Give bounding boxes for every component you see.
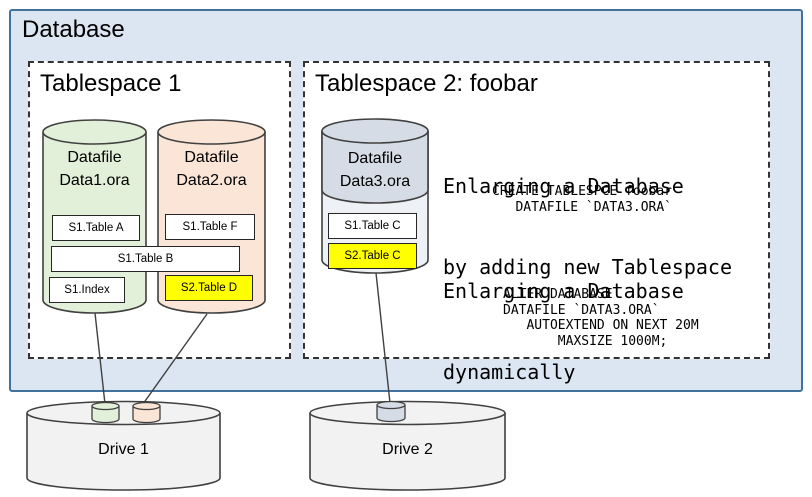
tablespace2-title: Tablespace 2: foobar: [315, 70, 538, 97]
datafile1-label-line1: Datafile: [67, 149, 122, 166]
datafile2-label-line2: Data2.ora: [176, 172, 247, 189]
heading-add-tablespace-line1: Enlarging a Database: [443, 174, 684, 198]
drive1-label: Drive 1: [98, 441, 149, 458]
code-alter-database: ALTER DATABASE DATAFILE `DATA3.ORA` AUTO…: [503, 287, 699, 349]
tablespace1-title: Tablespace 1: [40, 70, 182, 97]
table-box-s1-table-c: S1.Table C: [328, 213, 417, 239]
drive1-green-segment: [91, 401, 120, 424]
tablespace1-box: [28, 61, 291, 359]
heading-add-tablespace: Enlarging a Database by adding new Table…: [443, 119, 732, 335]
table-box-s1-table-b: S1.Table B: [51, 246, 240, 272]
heading-dynamically-line1: Enlarging a Database: [443, 279, 684, 303]
heading-add-tablespace-line2: by adding new Tablespace: [443, 255, 732, 279]
heading-dynamically: Enlarging a Database dynamically: [443, 224, 684, 440]
table-box-s1-index: S1.Index: [49, 277, 125, 303]
drive2-gray-segment: [376, 400, 406, 423]
datafile2-label-line1: Datafile: [184, 149, 239, 166]
drive1-orange-segment: [132, 401, 161, 424]
datafile3-label-line1: Datafile: [347, 150, 403, 167]
datafile1-label-line2: Data1.ora: [59, 172, 130, 189]
code-create-tablespace: CREATE TABLESPCE foobar DATAFILE `DATA3.…: [492, 184, 673, 215]
table-box-s2-table-c: S2.Table C: [328, 243, 417, 269]
drive2-label: Drive 2: [382, 441, 433, 458]
table-box-s1-table-a: S1.Table A: [52, 215, 140, 241]
datafile1-label: Datafile Data1.ora: [43, 146, 146, 192]
datafile2-label: Datafile Data2.ora: [158, 146, 265, 192]
datafile3-label: Datafile Data3.ora: [322, 147, 428, 193]
database-title: Database: [22, 16, 125, 43]
table-box-s1-table-f: S1.Table F: [165, 214, 255, 240]
datafile3-label-line2: Data3.ora: [339, 173, 411, 190]
table-box-s2-table-d: S2.Table D: [165, 275, 253, 301]
heading-dynamically-line2: dynamically: [443, 360, 576, 384]
